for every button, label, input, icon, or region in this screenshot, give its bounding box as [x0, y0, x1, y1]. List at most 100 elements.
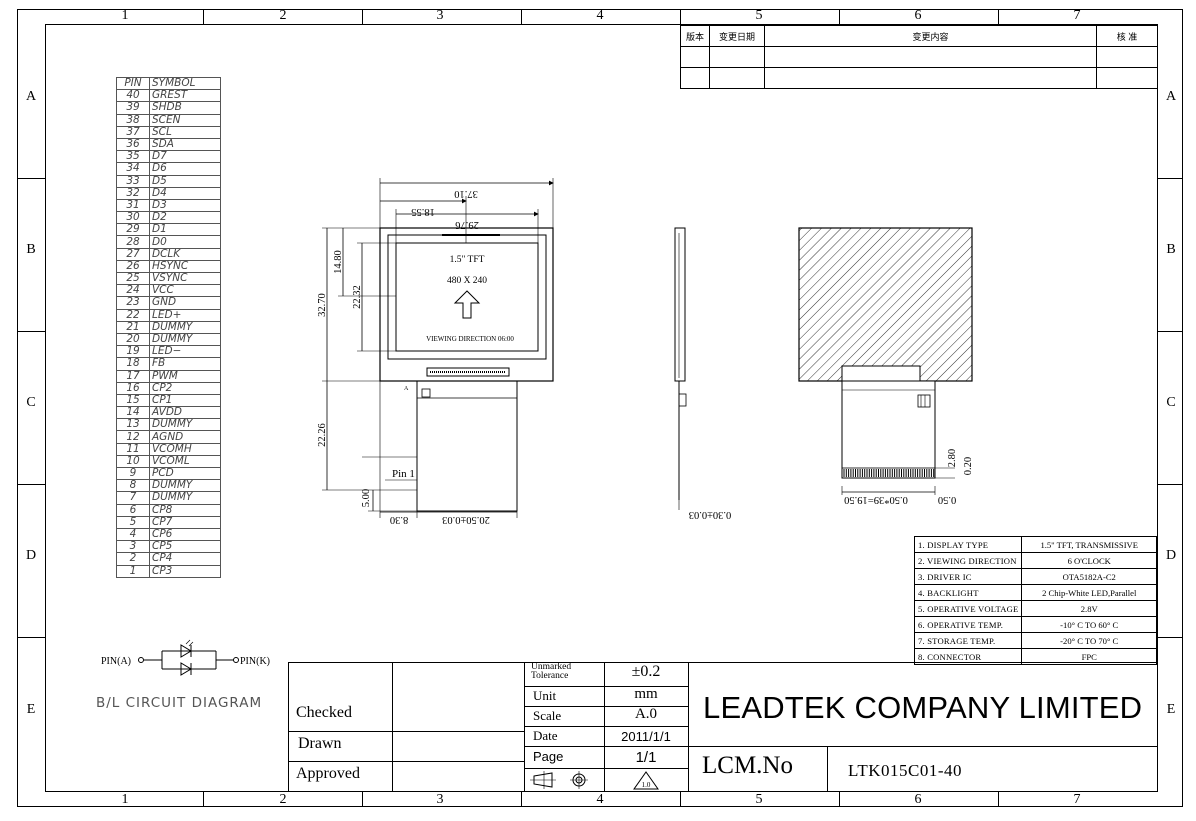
tolerance-label: Unmarked Tolerance [531, 662, 572, 681]
dim-total-height: 32.70 [317, 293, 328, 317]
page-value: 1/1 [635, 749, 657, 766]
led-2-icon [180, 662, 192, 676]
svg-text:A: A [404, 386, 409, 392]
revision-triangle-icon: 1.0 [633, 771, 659, 790]
zone-row-right-b: B [1166, 242, 1176, 257]
zone-row-right-a: A [1165, 89, 1177, 104]
unit-label: Unit [533, 688, 557, 703]
backlight-circuit: PIN(A) PIN(K) [101, 639, 270, 676]
viewing-direction-label: VIEWING DIRECTION 06:00 [426, 335, 514, 343]
side-panel [674, 227, 686, 382]
revision-table: 版本 变更日期 变更内容 核 准 [680, 25, 1158, 89]
zone-col-top-5: 5 [755, 8, 763, 23]
checked-label: Checked [296, 704, 352, 721]
front-view: 1.5" TFT 480 X 240 VIEWING DIRECTION 06:… [317, 178, 554, 525]
fpc-gold-fingers [841, 467, 936, 479]
dim-half-height: 14.80 [333, 250, 344, 274]
zone-row-right-c: C [1166, 395, 1176, 410]
zone-row-right-e: E [1166, 702, 1176, 717]
tolerance-value: ±0.2 [631, 663, 661, 680]
zone-col-top-2: 2 [279, 8, 287, 23]
dim-fpc-offset: 8.30 [390, 514, 408, 525]
zone-col-top-3: 3 [436, 8, 444, 23]
zone-col-bottom-2: 2 [279, 792, 287, 807]
zone-col-bottom-7: 7 [1073, 792, 1081, 807]
spec-value: 6 O'CLOCK [1021, 552, 1157, 569]
spec-key: 8. CONNECTOR [913, 648, 1023, 665]
dim-view-width: 29.76 [455, 219, 479, 230]
svg-text:1.0: 1.0 [642, 781, 651, 789]
spec-key: 1. DISPLAY TYPE [913, 536, 1023, 553]
dim-fpc-width: 20.50±0.03 [442, 514, 490, 525]
zone-col-bottom-5: 5 [755, 792, 763, 807]
active-area [395, 242, 539, 352]
unit-value: mm [634, 686, 658, 702]
zone-col-bottom-6: 6 [914, 792, 922, 807]
pin-table-header: PIN SYMBOL [116, 76, 221, 91]
zone-col-bottom-1: 1 [121, 792, 129, 807]
zone-col-top-7: 7 [1073, 8, 1081, 23]
spec-value: -20° C TO 70° C [1021, 632, 1157, 649]
date-label: Date [533, 728, 558, 743]
pin-symbol: CP2 [149, 381, 221, 395]
connector-ic [426, 367, 510, 377]
spec-value: -10° C TO 60° C [1021, 616, 1157, 633]
circuit-caption: B/L CIRCUIT DIAGRAM [96, 695, 263, 711]
spec-value: 2 Chip-White LED,Parallel [1021, 584, 1157, 601]
projection-symbols: 1.0 [530, 771, 659, 790]
lcm-label: LCM.No [702, 752, 793, 779]
spec-key: 6. OPERATIVE TEMP. [913, 616, 1023, 633]
zone-col-top-6: 6 [914, 8, 922, 23]
date-value: 2011/1/1 [621, 729, 671, 744]
back-view: 0.50*39=19.50 0.50 2.80 0.20 [798, 227, 974, 505]
spec-value: FPC [1021, 648, 1157, 665]
dim-fpc-thickness: 0.20 [963, 457, 974, 475]
spec-key: 4. BACKLIGHT [913, 584, 1023, 601]
inner-border [45, 24, 1158, 792]
dim-half-width: 18.55 [411, 206, 435, 217]
scale-value: A.0 [634, 706, 658, 722]
zone-col-bottom-3: 3 [436, 792, 444, 807]
screen-size-label: 1.5" TFT [450, 255, 485, 265]
dim-lead-length: 2.80 [947, 449, 958, 467]
spec-key: 5. OPERATIVE VOLTAGE [913, 600, 1023, 617]
viewing-direction-arrow [453, 290, 481, 319]
zone-col-bottom-4: 4 [596, 792, 604, 807]
dim-side-thickness: 0.30±0.03 [689, 509, 732, 520]
zone-row-left-e: E [26, 702, 36, 717]
drawn-label: Drawn [298, 735, 342, 752]
dim-pin-width: 0.50 [938, 494, 956, 505]
zone-row-right-d: D [1165, 548, 1177, 563]
approved-label: Approved [296, 765, 360, 782]
zone-row-left-c: C [26, 395, 36, 410]
dim-pitch: 0.50*39=19.50 [844, 494, 908, 505]
dim-total-width: 37.10 [454, 188, 478, 199]
spec-row: 7. STORAGE TEMP.-20° C TO 70° C [913, 632, 1157, 649]
scale-label: Scale [533, 708, 562, 723]
spec-key: 7. STORAGE TEMP. [913, 632, 1023, 649]
page-label: Page [533, 749, 564, 764]
spec-row: 6. OPERATIVE TEMP.-10° C TO 60° C [913, 616, 1157, 633]
cathode-label: PIN(K) [240, 656, 270, 667]
first-angle-projection-icon [530, 771, 588, 789]
pin-symbol: CP3 [149, 564, 221, 578]
module-outline [379, 227, 554, 382]
spec-value: OTA5182A-C2 [1021, 568, 1157, 585]
